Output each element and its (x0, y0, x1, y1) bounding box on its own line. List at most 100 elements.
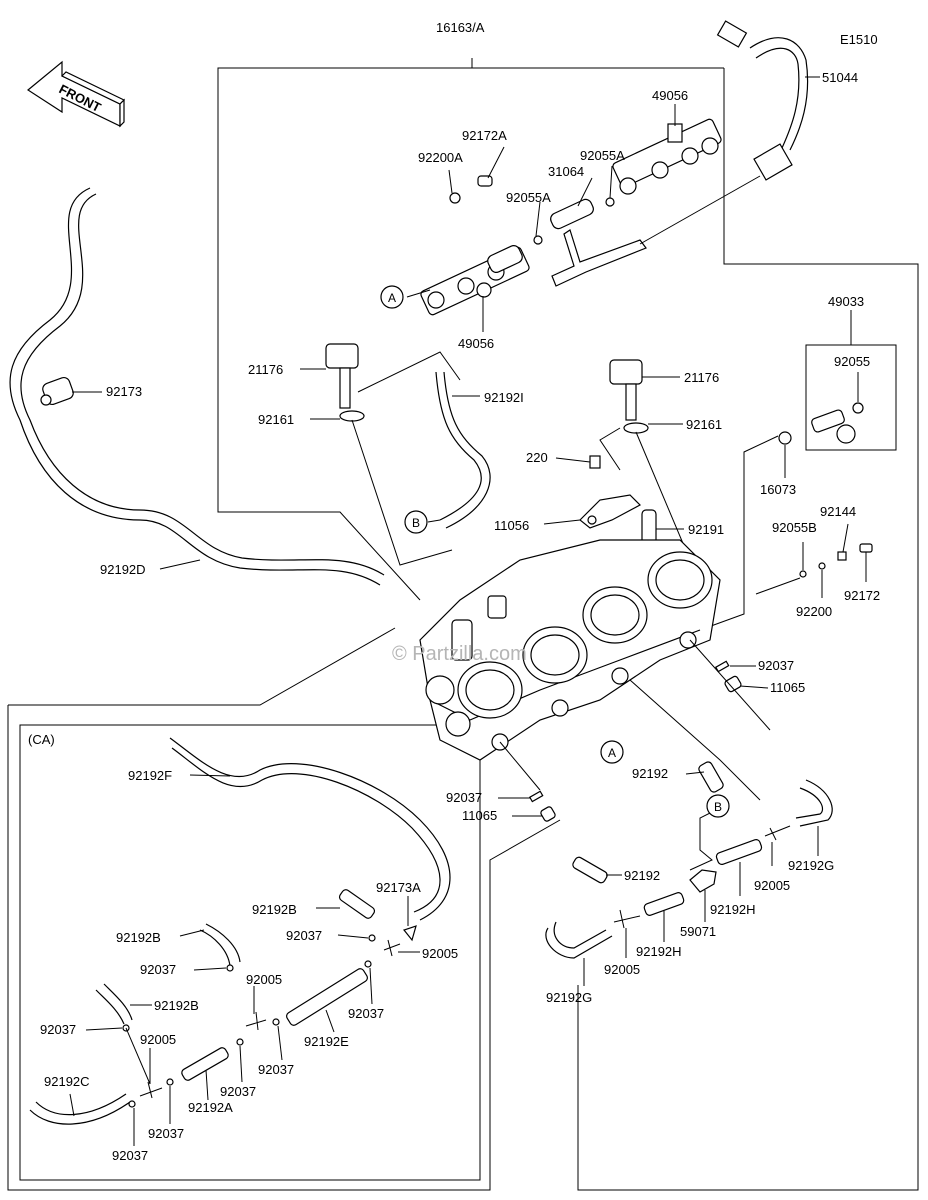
label-92172a: 92172A (462, 128, 507, 143)
cap-11065-center-drawing (540, 806, 556, 822)
nut-92144 (837, 551, 847, 561)
label-92005-ca1: 92005 (422, 946, 458, 961)
hose-92192g-center-drawing-inner (553, 921, 607, 949)
o-ring-92055a-2 (605, 197, 615, 207)
label-92037-ca7: 92037 (148, 1126, 184, 1141)
tee-92005-center-drawing (613, 909, 641, 929)
clamp-92173-drawing (40, 376, 74, 406)
leader-callout-b (427, 519, 441, 523)
label-92192d: 92192D (100, 562, 146, 577)
label-92173: 92173 (106, 384, 142, 399)
label-92191: 92191 (688, 522, 724, 537)
label-92037-ca8: 92037 (112, 1148, 148, 1163)
label-92192g-center: 92192G (546, 990, 592, 1005)
hose-92192b-3-drawing-inner (103, 983, 133, 1021)
label-11056: 11056 (494, 518, 529, 533)
leader-lines-small-right (755, 523, 867, 598)
leader-lines-ca (69, 774, 420, 1146)
hose-92192g-right-drawing (799, 779, 833, 827)
label-92192b-2: 92192B (116, 930, 161, 945)
label-92192g-right: 92192G (788, 858, 834, 873)
washer-16073 (778, 431, 792, 445)
hose-92192h-right-drawing (715, 839, 763, 865)
hose-92192b-3-drawing (95, 989, 125, 1025)
callout-a-upper-letter: A (388, 291, 396, 305)
label-92055a-1: 92055A (580, 148, 625, 163)
label-16163a: 16163/A (436, 20, 485, 35)
label-49056-top: 49056 (652, 88, 688, 103)
label-92037-ca6: 92037 (220, 1084, 256, 1099)
label-92200a: 92200A (418, 150, 463, 165)
o-ring-92055 (852, 402, 864, 414)
label-92192-right: 92192 (632, 766, 668, 781)
label-51044: 51044 (822, 70, 858, 85)
tee-92005-right-drawing (764, 825, 791, 841)
label-92037-center: 92037 (446, 790, 482, 805)
label-92173a: 92173A (376, 880, 421, 895)
label-92192b-1: 92192B (252, 902, 297, 917)
label-92192f: 92192F (128, 768, 172, 783)
bolt-92172a (477, 175, 493, 187)
leader-lines-49033 (699, 372, 859, 631)
label-92192h-center: 92192H (636, 944, 682, 959)
ca-inner-frame (19, 724, 481, 1181)
bolt-92172 (859, 543, 873, 553)
label-92192a: 92192A (188, 1100, 233, 1115)
hose-92192i-drawing (435, 371, 482, 521)
leader-lines-bracket (543, 457, 684, 530)
label-92037-ca1: 92037 (286, 928, 322, 943)
tee-92005-ca-1 (383, 939, 401, 957)
hose-92192i-drawing-inner (443, 371, 491, 529)
label-92192e: 92192E (304, 1034, 349, 1049)
label-92192c: 92192C (44, 1074, 90, 1089)
hose-92192g-center-drawing (545, 927, 613, 959)
hose-92192e-drawing (286, 968, 368, 1026)
fuel-hose-51044-drawing (716, 20, 809, 181)
label-92192-center: 92192 (624, 868, 660, 883)
label-16073: 16073 (760, 482, 796, 497)
label-21176-left: 21176 (248, 362, 283, 377)
diagram-code: E1510 (840, 32, 878, 47)
o-ring-92055b (799, 570, 807, 578)
hose-92192f-drawing (169, 737, 451, 921)
label-92037-right: 92037 (758, 658, 794, 673)
hose-92192-right-drawing (698, 761, 724, 793)
washer-92200 (818, 562, 826, 570)
bracket-11056-drawing (579, 455, 641, 529)
assembly-frame-16163a (217, 58, 919, 1191)
label-92005-ca3: 92005 (140, 1032, 176, 1047)
label-11065-right: 11065 (770, 680, 805, 695)
callout-b-upper (404, 510, 428, 534)
label-92055: 92055 (834, 354, 870, 369)
hose-92192d-drawing-inner (20, 193, 385, 576)
label-92037-ca4: 92037 (40, 1022, 76, 1037)
label-11065-center: 11065 (462, 808, 497, 823)
label-92161-left: 92161 (258, 412, 294, 427)
ca-region-frame (7, 627, 561, 1191)
callout-a-lower (600, 740, 624, 764)
callout-a-upper (380, 285, 404, 309)
leader-lines-caps (498, 639, 771, 817)
label-92005-right: 92005 (754, 878, 790, 893)
hose-92192b-1-drawing (338, 889, 376, 919)
injector-21176-left (325, 343, 365, 422)
watermark: © Partzilla.com (392, 643, 527, 665)
label-59071: 59071 (680, 924, 716, 939)
callout-b-right-letter: B (714, 800, 722, 814)
label-92192b-3: 92192B (154, 998, 199, 1013)
label-92005-ca2: 92005 (246, 972, 282, 987)
label-92172: 92172 (844, 588, 880, 603)
label-92005-center: 92005 (604, 962, 640, 977)
hose-92192g-right-drawing-inner (795, 787, 824, 819)
label-49033: 49033 (828, 294, 864, 309)
hose-92192d-drawing (9, 187, 381, 586)
hose-92192h-center-drawing (643, 892, 685, 916)
cap-11065-right-drawing (724, 675, 742, 693)
hose-92192b-2-drawing-inner (205, 923, 241, 963)
label-92037-ca5: 92037 (258, 1062, 294, 1077)
front-arrow-icon (26, 60, 126, 128)
o-ring-92055a-1 (533, 235, 543, 245)
label-92192h-right: 92192H (710, 902, 756, 917)
label-31064: 31064 (548, 164, 584, 179)
washer-92200a (449, 192, 461, 204)
